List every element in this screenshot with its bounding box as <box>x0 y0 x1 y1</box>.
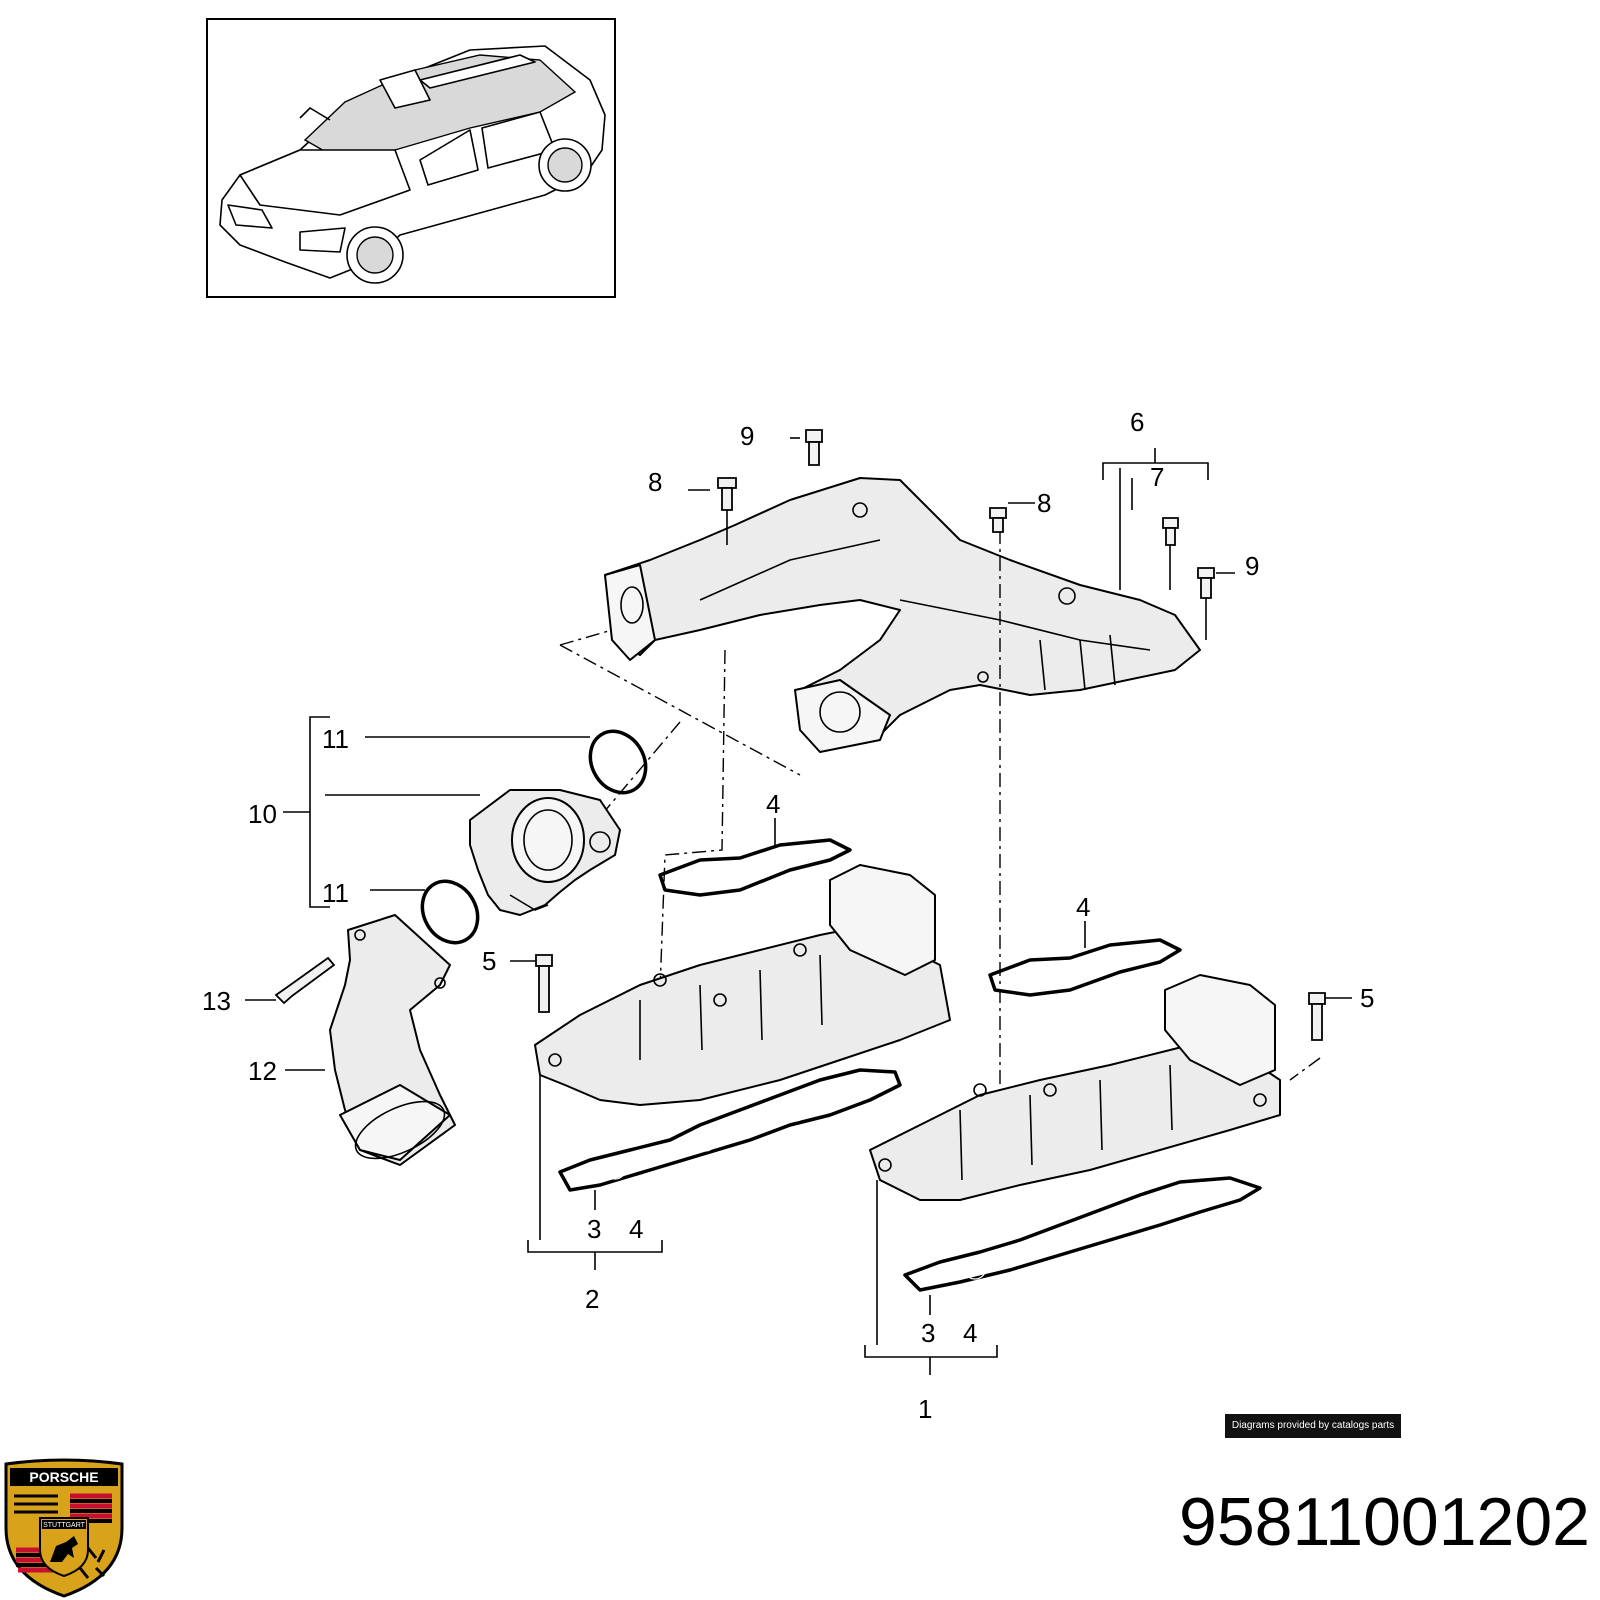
callout-5-right: 5 <box>1360 983 1374 1013</box>
bracket-6-7 <box>1102 448 1209 590</box>
credit-badge: Diagrams provided by catalogs parts <box>1225 1414 1401 1438</box>
porsche-crest-logo: PORSCHE STUTTGART <box>4 1458 124 1598</box>
callout-7: 7 <box>1150 462 1164 492</box>
bracket-2 <box>527 1075 663 1270</box>
callout-11-lower: 11 <box>322 878 349 908</box>
callout-8-right: 8 <box>1037 488 1051 518</box>
upper-intake-manifold <box>604 477 1201 753</box>
callout-13: 13 <box>202 986 231 1016</box>
part-number: 95811001202 <box>1179 1484 1590 1560</box>
o-ring-upper <box>588 729 648 795</box>
callout-6: 6 <box>1130 407 1144 437</box>
callout-8-left: 8 <box>648 467 662 497</box>
callout-10: 10 <box>248 799 277 829</box>
intake-pipe <box>329 914 456 1166</box>
callout-9-right: 9 <box>1245 551 1259 581</box>
callout-11-upper: 11 <box>322 724 349 754</box>
lower-intake-manifold-right <box>869 938 1281 1201</box>
callout-2: 2 <box>585 1284 599 1314</box>
throttle-body <box>469 789 621 916</box>
svg-text:STUTTGART: STUTTGART <box>43 1522 86 1529</box>
callout-4-lower-gasket: 4 <box>1076 892 1090 922</box>
bolt-9-top <box>790 429 823 466</box>
svg-text:PORSCHE: PORSCHE <box>29 1469 98 1485</box>
callout-1: 1 <box>918 1394 932 1424</box>
bracket-10-11 <box>283 716 590 908</box>
bolt-9-right <box>1197 567 1215 640</box>
gasket-left-ports <box>558 1068 902 1192</box>
bolt-5-right <box>1308 992 1352 1041</box>
bolt-8-right <box>989 507 1007 533</box>
bolt-8-left <box>717 477 737 545</box>
callout-5-left: 5 <box>482 946 496 976</box>
lower-intake-manifold-left <box>534 838 951 1106</box>
assembly-lines <box>554 530 1321 1100</box>
o-ring-lower <box>420 879 480 945</box>
bracket-1 <box>864 1180 998 1375</box>
callout-4-left: 4 <box>629 1214 643 1244</box>
callout-4-right: 4 <box>963 1318 977 1348</box>
bolt-5-left <box>510 954 553 1013</box>
callout-12: 12 <box>248 1056 277 1086</box>
vehicle-thumbnail <box>206 18 616 298</box>
gasket-right-ports <box>903 1176 1262 1292</box>
callout-4-upper-gasket: 4 <box>766 789 780 819</box>
callout-3-left: 3 <box>587 1214 601 1244</box>
bolt-13 <box>245 956 336 1005</box>
callout-3-right: 3 <box>921 1318 935 1348</box>
callout-9-top: 9 <box>740 421 754 451</box>
bolt-7 <box>1162 517 1179 590</box>
